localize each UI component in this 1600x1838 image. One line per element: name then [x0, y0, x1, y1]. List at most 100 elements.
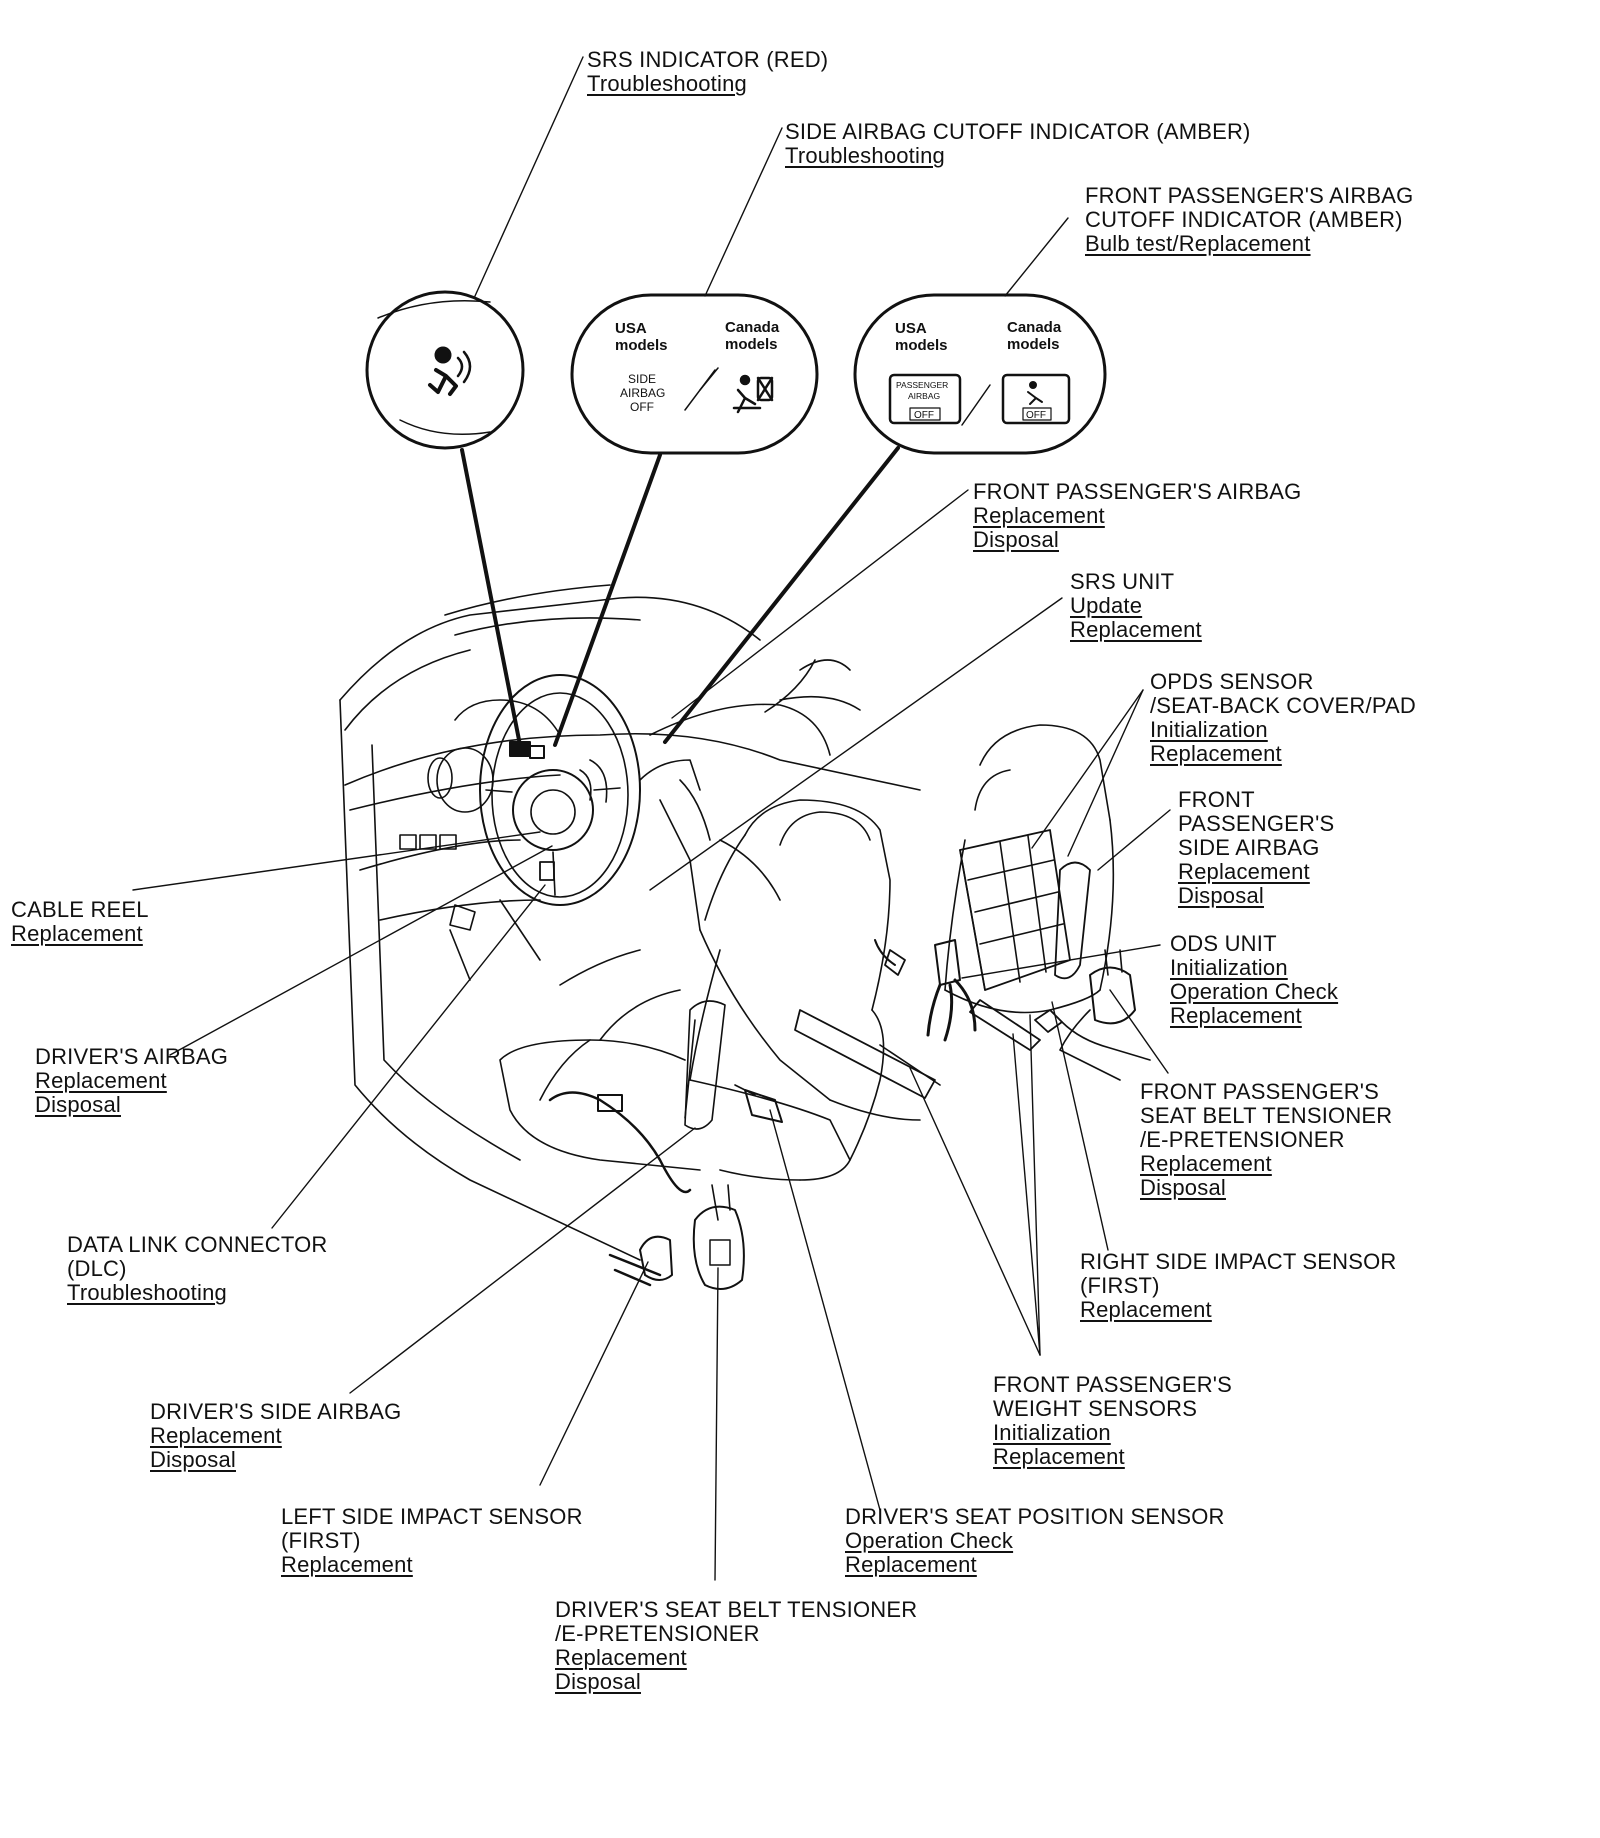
opds-sensor-title-line: /SEAT-BACK COVER/PAD — [1150, 693, 1417, 718]
usa-models-label-p2: models — [895, 337, 948, 354]
srs-unit-title-line: SRS UNIT — [1070, 569, 1175, 594]
front-pass-belt-tensioner-title-line: SEAT BELT TENSIONER — [1140, 1103, 1393, 1128]
ods-unit-link-operation-check[interactable]: Operation Check — [1170, 979, 1339, 1004]
passenger-airbag-text-2: AIRBAG — [908, 391, 940, 401]
cable-reel-title-line: CABLE REEL — [11, 897, 149, 922]
front-pass-belt-tensioner-link-disposal[interactable]: Disposal — [1140, 1175, 1226, 1200]
front-pass-weight-title-line: FRONT PASSENGER'S — [993, 1372, 1233, 1397]
ods-unit-link-initialization[interactable]: Initialization — [1170, 955, 1288, 980]
callout-side-airbag-cutoff: SIDE AIRBAG CUTOFF INDICATOR (AMBER)Trou… — [785, 120, 1251, 168]
front-pass-weight-link-initialization[interactable]: Initialization — [993, 1420, 1111, 1445]
front-pass-weight-title-line: WEIGHT SENSORS — [993, 1396, 1198, 1421]
front-pass-airbag-link-replacement[interactable]: Replacement — [973, 503, 1105, 528]
passenger-off-text-usa: OFF — [914, 410, 934, 421]
callout-right-side-impact-sensor: RIGHT SIDE IMPACT SENSOR(FIRST)Replaceme… — [1080, 1250, 1397, 1322]
passenger-airbag-cutoff-pill — [853, 293, 1107, 455]
left-side-impact-title-line: LEFT SIDE IMPACT SENSOR — [281, 1504, 583, 1529]
dlc-link-troubleshooting[interactable]: Troubleshooting — [67, 1280, 227, 1305]
leader-lines — [132, 56, 1171, 1581]
usa-models-label-p1: USA — [895, 320, 927, 337]
opds-sensor-link-initialization[interactable]: Initialization — [1150, 717, 1268, 742]
right-side-impact-title-line: (FIRST) — [1080, 1273, 1160, 1298]
passenger-airbag-pill-labels: USA models Canada models PASSENGER AIRBA… — [895, 319, 1062, 421]
indicator-pointer-lines — [460, 446, 900, 747]
callout-left-side-impact-sensor: LEFT SIDE IMPACT SENSOR(FIRST)Replacemen… — [281, 1505, 583, 1577]
drivers-belt-tensioner-link-disposal[interactable]: Disposal — [555, 1669, 641, 1694]
cable-reel-link-replacement[interactable]: Replacement — [11, 921, 143, 946]
front-pass-belt-tensioner-title-line: FRONT PASSENGER'S — [1140, 1079, 1380, 1104]
front-pass-cutoff-title-line: FRONT PASSENGER'S AIRBAG — [1085, 183, 1414, 208]
front-pass-cutoff-link-bulb-test-replacement[interactable]: Bulb test/Replacement — [1085, 231, 1311, 256]
canada-models-label-p2: models — [1007, 336, 1060, 353]
side-airbag-off-text-1: SIDE — [628, 372, 656, 386]
left-side-impact-title-line: (FIRST) — [281, 1528, 361, 1553]
drivers-seat-position-title-line: DRIVER'S SEAT POSITION SENSOR — [845, 1504, 1225, 1529]
opds-sensor-link-replacement[interactable]: Replacement — [1150, 741, 1282, 766]
airbag-warning-icon — [428, 346, 472, 396]
callout-srs-indicator: SRS INDICATOR (RED)Troubleshooting — [587, 48, 828, 96]
drivers-belt-tensioner-link-replacement[interactable]: Replacement — [555, 1645, 687, 1670]
front-pass-side-airbag-title-line: SIDE AIRBAG — [1178, 835, 1320, 860]
front-pass-side-airbag-link-disposal[interactable]: Disposal — [1178, 883, 1264, 908]
drivers-airbag-link-disposal[interactable]: Disposal — [35, 1092, 121, 1117]
passenger-airbag-text-1: PASSENGER — [896, 380, 948, 390]
front-pass-side-airbag-title-line: PASSENGER'S — [1178, 811, 1335, 836]
drivers-belt-tensioner-title-line: /E-PRETENSIONER — [555, 1621, 760, 1646]
canada-models-label-p1: Canada — [1007, 319, 1062, 336]
front-pass-airbag-title-line: FRONT PASSENGER'S AIRBAG — [973, 479, 1302, 504]
ods-unit-title-line: ODS UNIT — [1170, 931, 1277, 956]
canada-models-label-1: Canada — [725, 319, 780, 336]
srs-unit-link-update[interactable]: Update — [1070, 593, 1143, 618]
drivers-side-airbag-link-disposal[interactable]: Disposal — [150, 1447, 236, 1472]
front-pass-side-airbag-link-replacement[interactable]: Replacement — [1178, 859, 1310, 884]
passenger-occupant-icon — [1027, 381, 1043, 405]
drivers-belt-tensioner-title-line: DRIVER'S SEAT BELT TENSIONER — [555, 1597, 918, 1622]
usa-models-label-2: models — [615, 337, 668, 354]
callout-data-link-connector: DATA LINK CONNECTOR(DLC)Troubleshooting — [67, 1233, 328, 1305]
srs-unit-link-replacement[interactable]: Replacement — [1070, 617, 1202, 642]
drivers-airbag-link-replacement[interactable]: Replacement — [35, 1068, 167, 1093]
side-airbag-cutoff-title-line: SIDE AIRBAG CUTOFF INDICATOR (AMBER) — [785, 119, 1251, 144]
front-pass-airbag-link-disposal[interactable]: Disposal — [973, 527, 1059, 552]
srs-indicator-link-troubleshooting[interactable]: Troubleshooting — [587, 71, 747, 96]
drivers-seat-position-link-operation-check[interactable]: Operation Check — [845, 1528, 1014, 1553]
drivers-airbag-title-line: DRIVER'S AIRBAG — [35, 1044, 229, 1069]
front-pass-cutoff-title-line: CUTOFF INDICATOR (AMBER) — [1085, 207, 1403, 232]
right-side-impact-title-line: RIGHT SIDE IMPACT SENSOR — [1080, 1249, 1397, 1274]
canada-models-label-2: models — [725, 336, 778, 353]
drivers-side-airbag-link-replacement[interactable]: Replacement — [150, 1423, 282, 1448]
front-pass-belt-tensioner-link-replacement[interactable]: Replacement — [1140, 1151, 1272, 1176]
opds-sensor-title-line: OPDS SENSOR — [1150, 669, 1314, 694]
drivers-side-airbag-title-line: DRIVER'S SIDE AIRBAG — [150, 1399, 402, 1424]
front-pass-side-airbag-title-line: FRONT — [1178, 787, 1255, 812]
dlc-title-line: DATA LINK CONNECTOR — [67, 1232, 328, 1257]
usa-models-label-1: USA — [615, 320, 647, 337]
front-pass-belt-tensioner-title-line: /E-PRETENSIONER — [1140, 1127, 1345, 1152]
drivers-seat-position-link-replacement[interactable]: Replacement — [845, 1552, 977, 1577]
ods-unit-link-replacement[interactable]: Replacement — [1170, 1003, 1302, 1028]
srs-indicator-title-line: SRS INDICATOR (RED) — [587, 47, 829, 72]
side-airbag-cutoff-pill — [570, 293, 819, 455]
dlc-title-line: (DLC) — [67, 1256, 127, 1281]
side-airbag-off-text-3: OFF — [630, 400, 654, 414]
passenger-off-text-canada: OFF — [1026, 410, 1046, 421]
front-pass-weight-link-replacement[interactable]: Replacement — [993, 1444, 1125, 1469]
side-airbag-pill-labels: USA models Canada models SIDE AIRBAG OFF — [615, 319, 780, 414]
vehicle-interior-drawing — [339, 584, 1151, 1290]
right-side-impact-link-replacement[interactable]: Replacement — [1080, 1297, 1212, 1322]
side-airbag-cutoff-link-troubleshooting[interactable]: Troubleshooting — [785, 143, 945, 168]
srs-indicator-bubble — [365, 290, 525, 450]
left-side-impact-link-replacement[interactable]: Replacement — [281, 1552, 413, 1577]
side-airbag-off-text-2: AIRBAG — [620, 386, 665, 400]
